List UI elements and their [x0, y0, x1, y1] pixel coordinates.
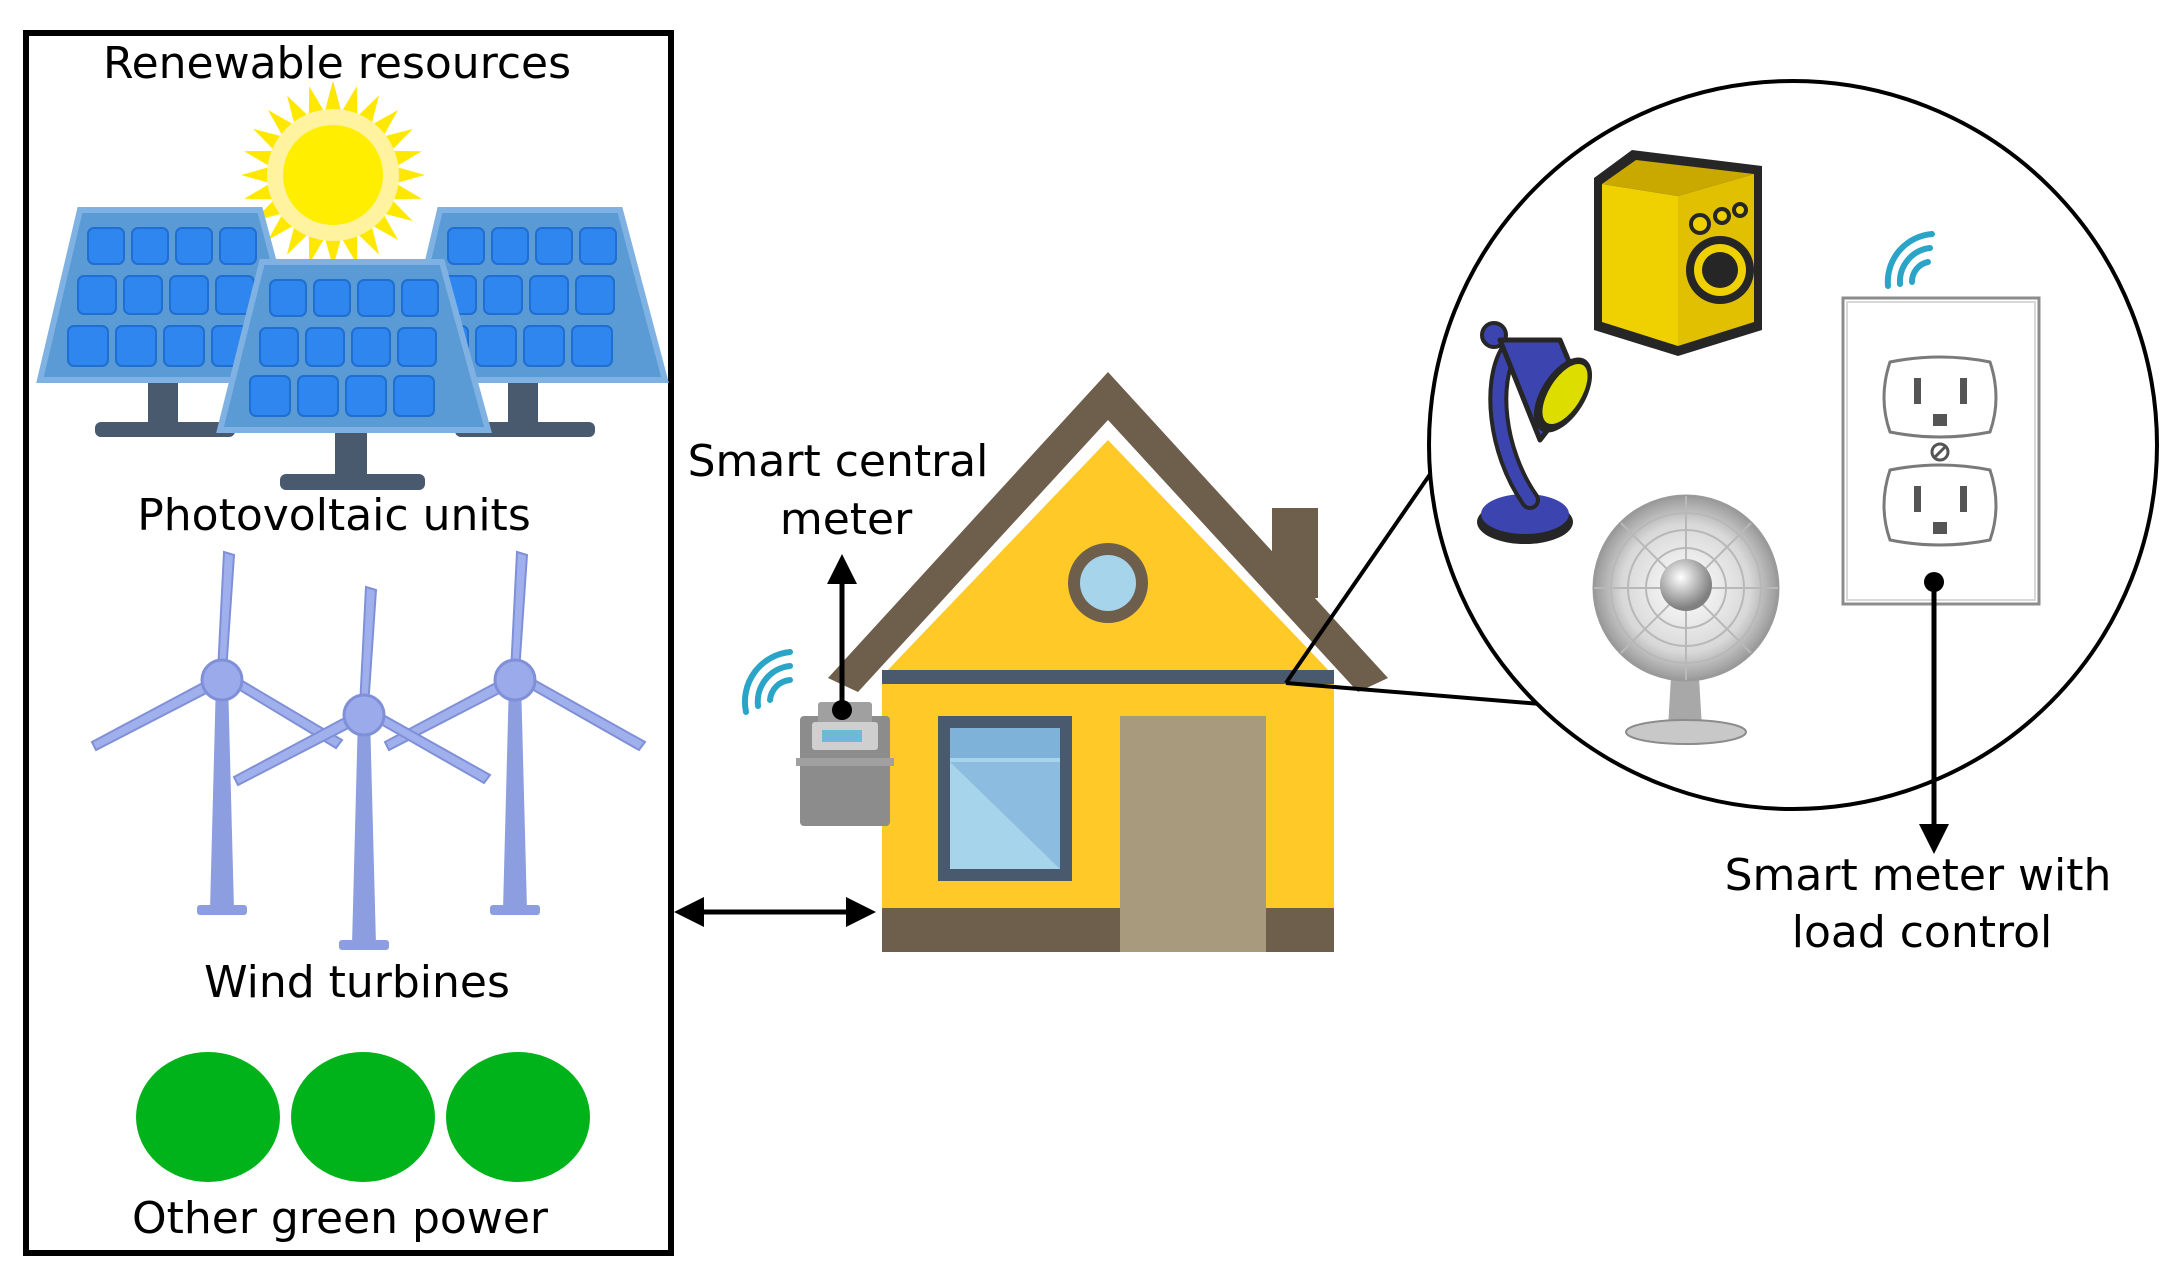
zoom-line	[1284, 468, 1435, 685]
appliance-detail-circle	[1427, 79, 2159, 811]
speaker-icon	[1594, 150, 1762, 356]
zoom-line	[1285, 681, 1566, 708]
smart-meter-load-label-line2: load control	[1792, 907, 2053, 958]
lamp-icon	[1477, 321, 1593, 544]
renewable-resources-label: Renewable resources	[103, 38, 571, 89]
renewable-resources-box	[23, 30, 674, 1256]
wind-turbines-label: Wind turbines	[204, 957, 510, 1008]
wifi-icon	[1884, 231, 1935, 289]
smart-central-meter-label-line2: meter	[780, 494, 913, 545]
wind-turbine-icon	[90, 550, 344, 915]
photovoltaic-units-label: Photovoltaic units	[137, 490, 531, 541]
sun-icon	[241, 81, 425, 267]
green-power-icon	[446, 1052, 590, 1182]
wind-turbine-icon	[232, 585, 492, 950]
wifi-icon	[741, 649, 793, 715]
other-green-power-label: Other green power	[132, 1193, 549, 1244]
green-power-icon	[291, 1052, 435, 1182]
house-icon	[828, 372, 1388, 952]
wind-turbine-icon	[383, 550, 647, 915]
gas-meter-icon	[796, 702, 894, 826]
fan-icon	[1592, 494, 1780, 745]
green-power-icon	[136, 1052, 280, 1182]
solar-panel-icon	[396, 207, 669, 437]
outlet-icon	[1841, 296, 2041, 606]
smart-meter-load-label-line1: Smart meter with	[1725, 850, 2112, 901]
solar-panel-icon	[216, 259, 492, 490]
smart-central-meter-label-line1: Smart central	[688, 436, 989, 487]
